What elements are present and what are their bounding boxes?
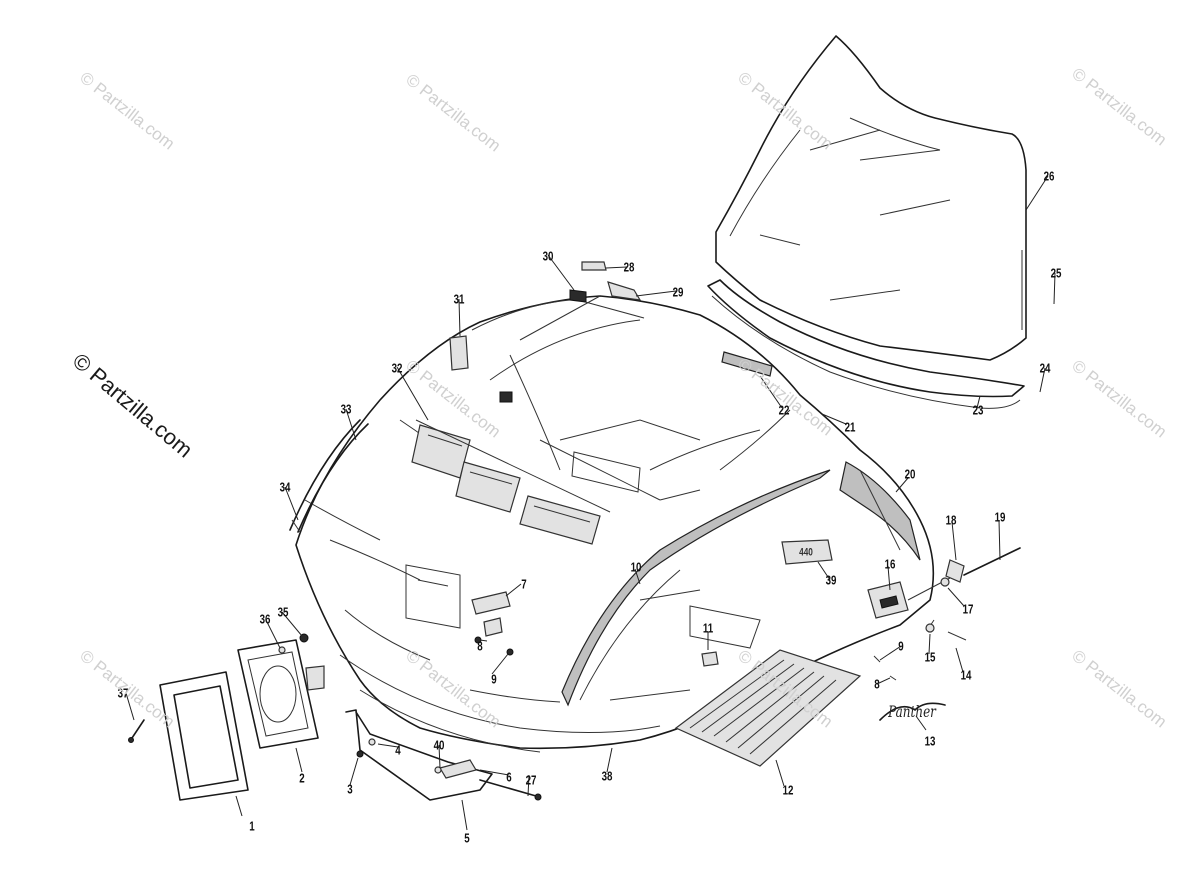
callout-3: 3 bbox=[347, 781, 353, 797]
callout-9: 9 bbox=[491, 671, 497, 687]
callout-40: 40 bbox=[433, 737, 445, 753]
callout-4: 4 bbox=[395, 742, 401, 758]
latch-assembly bbox=[867, 547, 1021, 681]
callout-38: 38 bbox=[601, 768, 613, 784]
callout-22: 22 bbox=[778, 402, 790, 418]
hood-ridge bbox=[561, 469, 831, 707]
vent-assembly bbox=[411, 419, 611, 545]
clip-part bbox=[701, 651, 719, 667]
model-decal-text: 440 bbox=[799, 546, 813, 559]
callout-10: 10 bbox=[630, 559, 642, 575]
callout-25: 25 bbox=[1050, 265, 1062, 281]
headlight bbox=[128, 633, 325, 801]
callout-15: 15 bbox=[924, 649, 936, 665]
callout-26: 26 bbox=[1043, 168, 1055, 184]
callout-17: 17 bbox=[962, 601, 974, 617]
panther-script-text: Panther bbox=[888, 702, 936, 721]
callout-19: 19 bbox=[994, 509, 1006, 525]
callout-34: 34 bbox=[279, 479, 291, 495]
callout-28: 28 bbox=[623, 259, 635, 275]
mount-strip bbox=[721, 351, 773, 377]
callout-1: 1 bbox=[249, 818, 255, 834]
windshield bbox=[707, 35, 1027, 409]
callout-14: 14 bbox=[960, 667, 972, 683]
callout-18: 18 bbox=[945, 512, 957, 528]
side-trim-right bbox=[839, 461, 921, 561]
leader-lines bbox=[125, 175, 1056, 831]
callout-20: 20 bbox=[904, 466, 916, 482]
callout-35: 35 bbox=[277, 604, 289, 620]
callout-7: 7 bbox=[521, 576, 527, 592]
callout-5: 5 bbox=[464, 830, 470, 846]
callout-39: 39 bbox=[825, 572, 837, 588]
callout-8: 8 bbox=[477, 638, 483, 654]
callout-8-right: 8 bbox=[874, 676, 880, 692]
grille bbox=[674, 649, 862, 767]
callout-30: 30 bbox=[542, 248, 554, 264]
callout-12: 12 bbox=[782, 782, 794, 798]
callout-6: 6 bbox=[506, 769, 512, 785]
model-decal bbox=[781, 539, 833, 565]
callout-16: 16 bbox=[884, 556, 896, 572]
hood-emblem bbox=[471, 591, 514, 656]
callout-11: 11 bbox=[702, 620, 714, 636]
callout-23: 23 bbox=[972, 402, 984, 418]
callout-24: 24 bbox=[1039, 360, 1051, 376]
side-trim-left bbox=[289, 419, 369, 533]
callout-32: 32 bbox=[391, 360, 403, 376]
bumper-bracket bbox=[345, 709, 542, 801]
callout-21: 21 bbox=[844, 419, 856, 435]
callout-36: 36 bbox=[259, 611, 271, 627]
callout-33: 33 bbox=[340, 401, 352, 417]
callout-9-right: 9 bbox=[898, 638, 904, 654]
callout-27: 27 bbox=[525, 772, 537, 788]
callout-31: 31 bbox=[453, 291, 465, 307]
callout-2: 2 bbox=[299, 770, 305, 786]
callout-13: 13 bbox=[924, 733, 936, 749]
callout-29: 29 bbox=[672, 284, 684, 300]
panther-script bbox=[879, 702, 946, 721]
callout-37: 37 bbox=[117, 685, 129, 701]
hood-top-trim bbox=[449, 261, 645, 471]
